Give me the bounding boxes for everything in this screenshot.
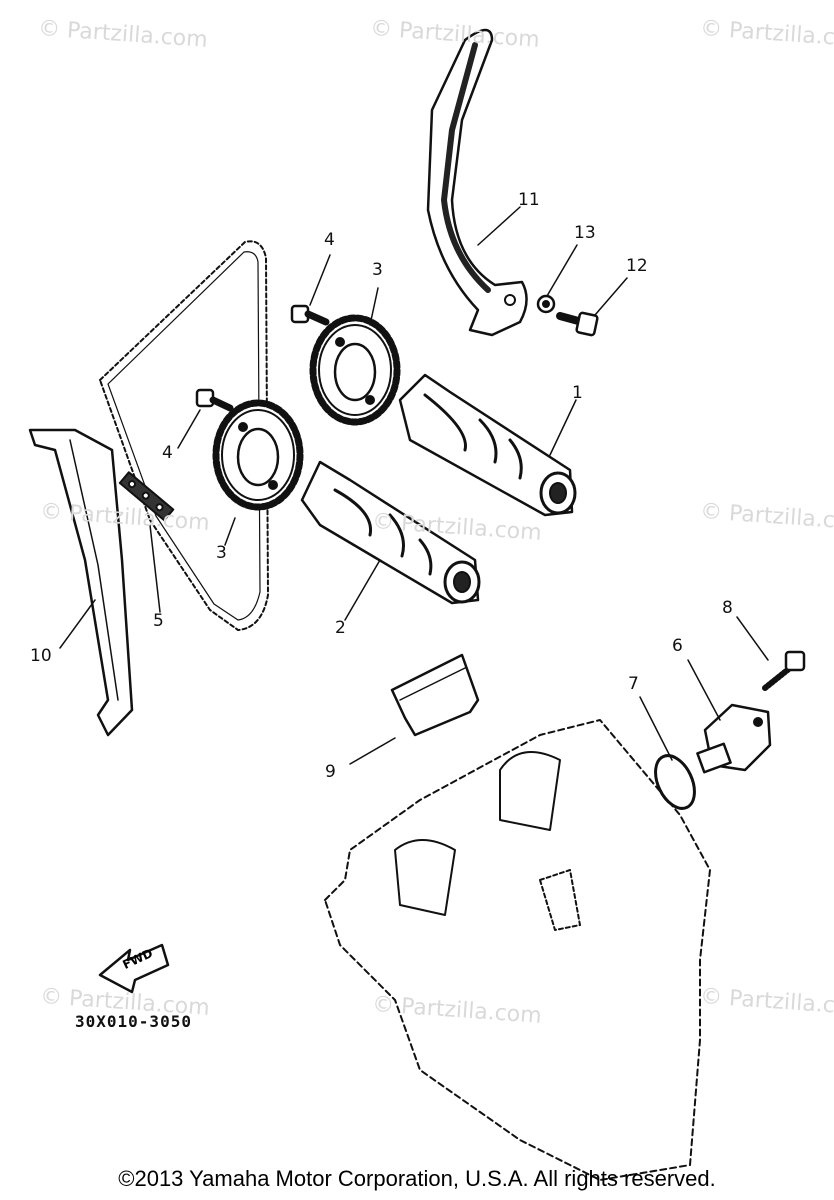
callout-6[interactable]: 6 xyxy=(672,636,683,656)
cam-sprocket-upper-part xyxy=(309,314,401,426)
bolt-4-lower-part xyxy=(195,388,234,412)
callout-7[interactable]: 7 xyxy=(628,674,639,694)
cylinder-head-outline xyxy=(324,719,711,1181)
chain-guide-part xyxy=(28,428,134,737)
callout-2[interactable]: 2 xyxy=(335,618,346,638)
timing-chain xyxy=(99,240,269,631)
bolt-4-upper-part xyxy=(290,304,330,326)
callout-4-lower[interactable]: 4 xyxy=(162,443,173,463)
camshaft-lower-part xyxy=(300,460,481,605)
callout-9[interactable]: 9 xyxy=(325,762,336,782)
leader-lines xyxy=(59,206,769,765)
callout-4-upper[interactable]: 4 xyxy=(324,230,335,250)
fwd-arrow-icon xyxy=(98,943,170,994)
cam-sprocket-lower-part xyxy=(212,399,304,511)
callout-3-lower[interactable]: 3 xyxy=(216,543,227,563)
gasket-part xyxy=(654,754,696,810)
diagram-code: 30X010-3050 xyxy=(75,1012,192,1031)
tensioner-assembly-part xyxy=(696,703,772,774)
guide-stopper-part xyxy=(390,653,480,737)
callout-11[interactable]: 11 xyxy=(518,190,540,210)
copyright-notice: ©2013 Yamaha Motor Corporation, U.S.A. A… xyxy=(118,1166,716,1191)
tensioner-guide-part xyxy=(426,28,528,337)
chain-joint-part xyxy=(118,471,175,522)
callout-13[interactable]: 13 xyxy=(574,223,596,243)
callout-5[interactable]: 5 xyxy=(153,611,164,631)
timing-chain-inner xyxy=(107,251,261,621)
bolt-8-part xyxy=(762,650,806,691)
callout-8[interactable]: 8 xyxy=(722,598,733,618)
callout-3-upper[interactable]: 3 xyxy=(372,260,383,280)
camshaft-upper-part xyxy=(398,373,577,517)
callout-12[interactable]: 12 xyxy=(626,256,648,276)
callout-1[interactable]: 1 xyxy=(572,383,583,403)
callout-10[interactable]: 10 xyxy=(30,646,52,666)
bolt-12-part xyxy=(556,311,599,337)
